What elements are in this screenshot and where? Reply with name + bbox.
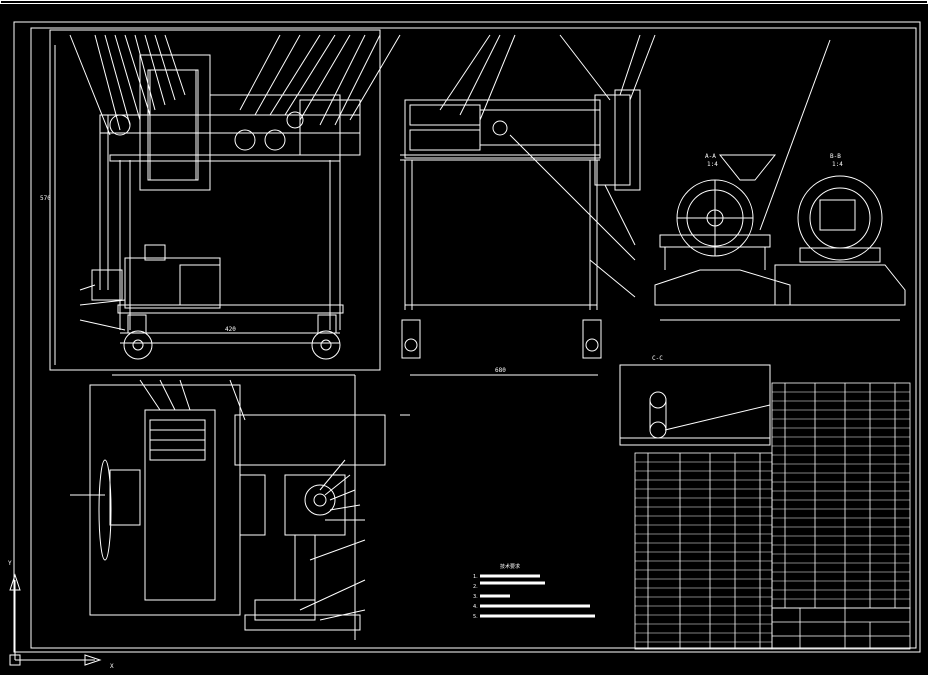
- section-a-a: [654, 154, 900, 321]
- technical-requirements: 技术要求 1. 2. 3. 4. 5.: [473, 563, 595, 620]
- front-view: [49, 29, 401, 371]
- tech-req-line-5: 5.: [473, 614, 478, 620]
- top-view: [70, 374, 410, 640]
- section-b-b-label: B-B: [830, 153, 841, 160]
- section-c-c-label: C-C: [652, 355, 663, 362]
- tech-req-line-3: 3.: [473, 594, 478, 600]
- parts-list-table: [634, 382, 911, 650]
- tech-req-line-2: 2.: [473, 584, 478, 590]
- tech-req-line-1: 1.: [473, 574, 478, 580]
- tech-req-line-4: 4.: [473, 604, 478, 610]
- ucs-x-label: X: [110, 663, 114, 670]
- tech-requirements-title: 技术要求: [500, 563, 520, 570]
- section-c-c: [619, 364, 771, 446]
- side-view: [400, 34, 656, 376]
- dimension-bottom: 680: [495, 367, 506, 374]
- scale-note-a: 1:4: [707, 161, 718, 168]
- ucs-axis-icon: [9, 573, 102, 666]
- section-b-b: [759, 39, 906, 306]
- dimension-left: 570: [40, 195, 51, 202]
- parts-list-rows: [635, 391, 910, 643]
- section-a-a-label: A-A: [705, 153, 716, 160]
- dimension-front: 420: [225, 326, 236, 333]
- scale-note-b: 1:4: [832, 161, 843, 168]
- ucs-y-label: Y: [8, 560, 12, 567]
